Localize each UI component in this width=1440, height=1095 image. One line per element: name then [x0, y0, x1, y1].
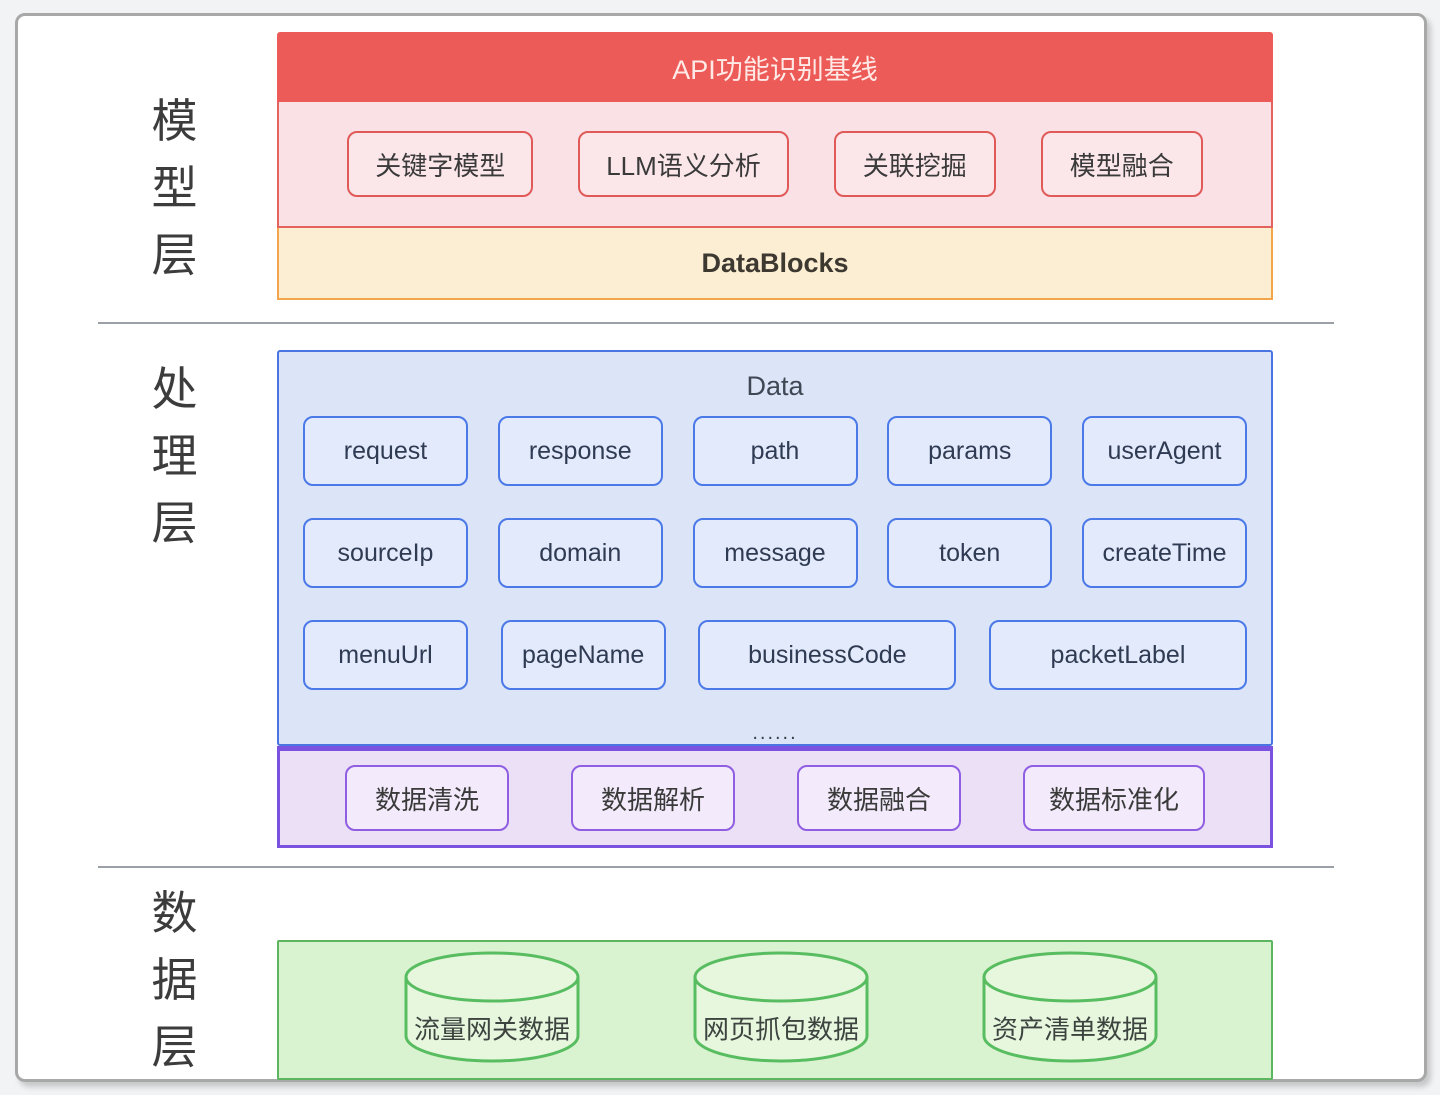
processing-steps-band: 数据清洗 数据解析 数据融合 数据标准化 — [277, 746, 1273, 848]
database-web-capture: 网页抓包数据 — [692, 950, 870, 1070]
data-sources-panel: 流量网关数据 网页抓包数据 资产清单数据 — [277, 940, 1273, 1080]
database-cylinder-icon — [404, 951, 580, 1063]
field-request: request — [303, 416, 468, 486]
field-menuurl: menuUrl — [303, 620, 468, 690]
model-box-mining: 关联挖掘 — [833, 131, 996, 197]
database-cylinder-icon — [693, 951, 869, 1063]
field-pagename: pageName — [500, 620, 666, 690]
field-row-2: sourceIp domain message token createTime — [303, 518, 1247, 588]
field-row-1: request response path params userAgent — [303, 416, 1247, 486]
field-domain: domain — [497, 518, 663, 588]
divider-model-processing — [98, 322, 1334, 324]
layer-label-processing: 处 理 层 — [151, 363, 199, 549]
database-label: 流量网关数据 — [413, 1014, 571, 1045]
database-asset-inventory: 资产清单数据 — [981, 950, 1159, 1070]
divider-processing-data — [98, 866, 1334, 868]
diagram-card: 模 型 层 处 理 层 数 据 层 API功能识别基线 关键字模型 LLM语义分… — [15, 13, 1427, 1082]
fields-ellipsis: ...... — [752, 722, 798, 744]
field-token: token — [887, 518, 1053, 588]
model-band: 关键字模型 LLM语义分析 关联挖掘 模型融合 — [277, 102, 1273, 228]
diagram-content: API功能识别基线 关键字模型 LLM语义分析 关联挖掘 模型融合 DataBl… — [277, 32, 1273, 1080]
database-label: 资产清单数据 — [991, 1014, 1149, 1045]
data-panel-title: Data — [746, 371, 804, 401]
field-row-3: menuUrl pageName businessCode packetLabe… — [303, 620, 1247, 690]
model-box-fusion: 模型融合 — [1040, 131, 1203, 197]
model-box-keyword: 关键字模型 — [347, 131, 534, 197]
layer-label-data: 数 据 层 — [151, 887, 199, 1073]
field-response: response — [497, 416, 663, 486]
model-box-llm: LLM语义分析 — [578, 131, 789, 197]
step-fusion: 数据融合 — [796, 765, 961, 831]
datablocks-bar: DataBlocks — [277, 228, 1273, 300]
field-path: path — [692, 416, 858, 486]
field-businesscode: businessCode — [698, 620, 957, 690]
database-traffic-gateway: 流量网关数据 — [403, 950, 581, 1070]
step-cleaning: 数据清洗 — [344, 765, 509, 831]
field-packetlabel: packetLabel — [988, 620, 1247, 690]
database-label: 网页抓包数据 — [702, 1014, 860, 1045]
database-cylinder-icon — [982, 951, 1158, 1063]
step-parsing: 数据解析 — [570, 765, 735, 831]
layer-label-model: 模 型 层 — [151, 95, 199, 281]
api-baseline-title-bar: API功能识别基线 — [277, 32, 1273, 102]
field-message: message — [692, 518, 858, 588]
field-params: params — [887, 416, 1053, 486]
step-standardization: 数据标准化 — [1022, 765, 1205, 831]
field-sourceip: sourceIp — [303, 518, 468, 588]
data-panel: Data request response path params userAg… — [277, 350, 1273, 746]
field-createtime: createTime — [1082, 518, 1247, 588]
field-useragent: userAgent — [1082, 416, 1247, 486]
